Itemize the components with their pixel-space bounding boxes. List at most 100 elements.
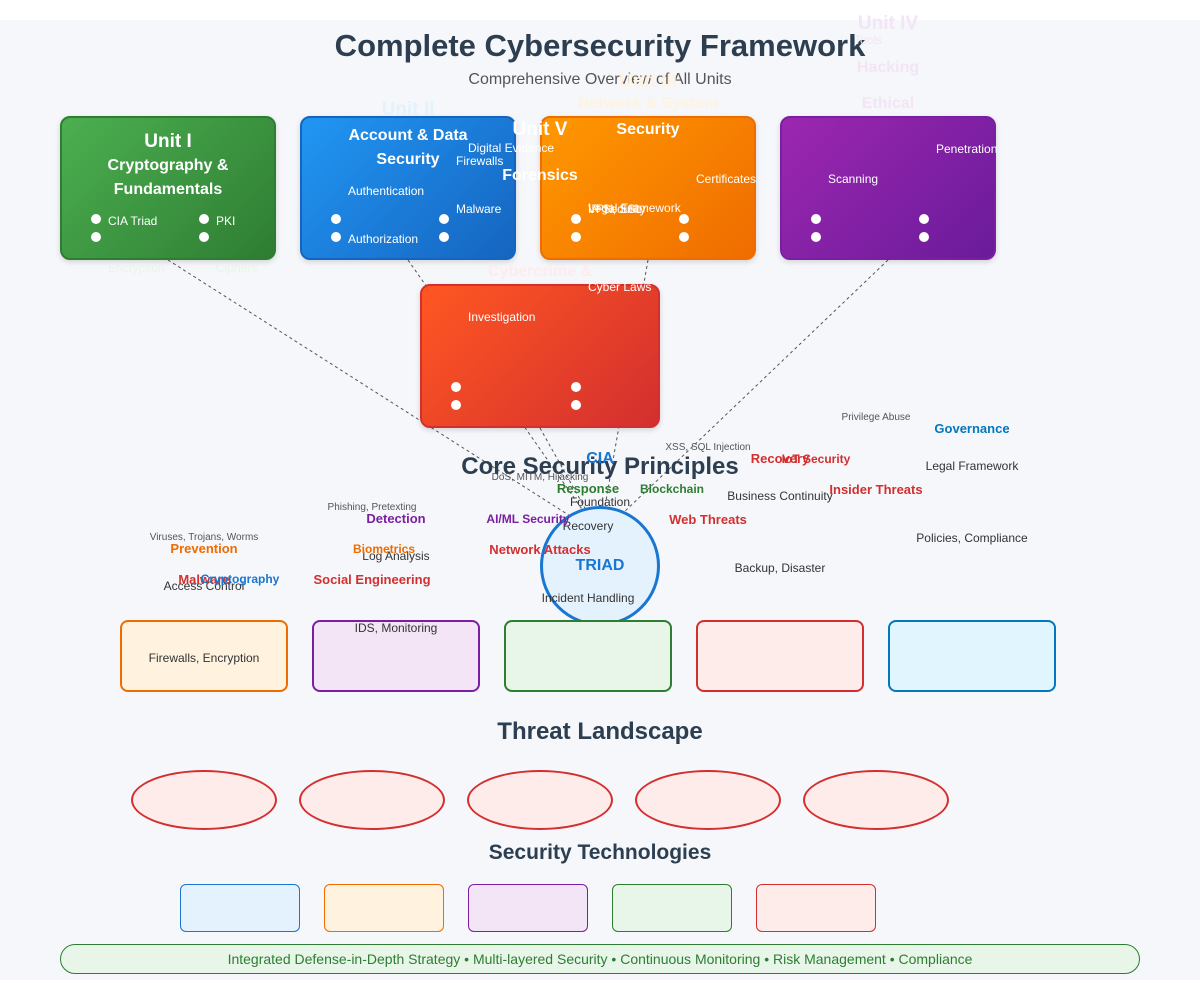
unit-5-bullet <box>451 382 461 392</box>
tech-box-ai-ml[interactable] <box>468 884 588 932</box>
security-technologies-title: Security Technologies <box>488 841 712 864</box>
principle-firewalls-encryption: Firewalls, Encryption <box>148 651 260 665</box>
unit-1-card[interactable]: Unit I Cryptography & Fundamentals CIA T… <box>60 116 276 260</box>
unit-4-bullet <box>919 232 929 242</box>
tech-box-biometrics[interactable] <box>324 884 444 932</box>
unit-3-bullet <box>679 232 689 242</box>
unit-2-label: Unit II <box>381 99 435 120</box>
unit-5-bullet <box>571 382 581 392</box>
unit-3-topic: IP Security <box>588 202 646 216</box>
principle-legal-framework: Legal Framework <box>925 459 1019 473</box>
connector-unit1 <box>167 259 601 536</box>
unit-3-name-line2: Security <box>616 121 680 138</box>
unit-1-name-line1: Cryptography & <box>107 157 229 174</box>
unit-1-topic: Encryption <box>108 261 165 275</box>
principle-box-prevention[interactable] <box>120 620 288 692</box>
principle-incident-handling: Incident Handling <box>541 591 635 605</box>
unit-4-label: Unit IV <box>857 13 919 34</box>
principle-foundation: Foundation <box>569 495 631 509</box>
unit-4-bullet <box>811 214 821 224</box>
unit-3-topic: Certificates <box>696 172 757 186</box>
threat-network-desc: DoS, MITM, Hijacking <box>491 472 589 483</box>
principle-detection-label: Detection <box>366 511 426 526</box>
unit-2-name-line2: Security <box>376 151 440 168</box>
unit-1-bullet <box>91 214 101 224</box>
unit-2-bullet <box>331 214 341 224</box>
unit-3-topic: VPN, SSL <box>588 202 643 216</box>
unit-5-bullet <box>571 400 581 410</box>
tech-biometrics-label: Biometrics <box>352 542 416 556</box>
principle-box-recovery[interactable] <box>696 620 864 692</box>
tech-iot-label: IoT Security <box>781 452 851 466</box>
threat-oval-web[interactable] <box>635 770 781 830</box>
unit-3-card[interactable]: Security Certificates VPN, SSL IP Securi… <box>540 116 756 260</box>
cia-hub-label-line1: CIA <box>586 450 614 467</box>
tech-box-blockchain[interactable] <box>612 884 732 932</box>
diagram-canvas: Complete Cybersecurity Framework Compreh… <box>0 14 1200 980</box>
principle-box-governance[interactable] <box>888 620 1056 692</box>
principle-governance-label: Governance <box>934 421 1010 436</box>
unit-5-name-line1: Cybercrime & <box>487 263 593 280</box>
unit-4-topic: Scanning <box>828 172 879 186</box>
unit-3-label: Unit III <box>618 71 678 92</box>
unit-2-topic: Malware <box>456 202 502 216</box>
unit-4-card[interactable]: Scanning Penetration <box>780 116 998 260</box>
threat-web-desc: XSS, SQL Injection <box>665 442 751 453</box>
principle-log-analysis: Log Analysis <box>362 549 430 563</box>
unit-5-topic: Legal Framework <box>588 201 681 215</box>
unit-3-bullet <box>571 232 581 242</box>
principle-access-control: Access Control <box>163 579 245 593</box>
threat-oval-network[interactable] <box>467 770 613 830</box>
principle-business-continuity: Business Continuity <box>727 489 833 503</box>
unit-1-label: Unit I <box>144 131 192 152</box>
cia-hub-label-line2: TRIAD <box>575 557 625 574</box>
unit-1-topic: PKI <box>216 214 236 228</box>
unit-2-card[interactable]: Account & Data Security Authentication F… <box>300 116 516 260</box>
unit-4-name-line1: Ethical <box>861 95 915 112</box>
unit-3-bullet <box>679 214 689 224</box>
principle-response-label: Response <box>556 481 620 496</box>
unit-4-name-line2: Hacking <box>856 59 920 76</box>
tech-box-cryptography[interactable] <box>180 884 300 932</box>
principle-prevention-label: Prevention <box>170 541 238 556</box>
connector-unit4 <box>599 259 889 536</box>
unit-1-topic: Ciphers <box>216 261 258 275</box>
unit-3-name-line1: Network & System <box>577 95 719 112</box>
threat-malware-label: Malware <box>178 572 230 587</box>
unit-1-bullet <box>199 214 209 224</box>
unit-2-bullet <box>439 232 449 242</box>
principle-ids-monitoring: IDS, Monitoring <box>354 621 438 635</box>
unit-4-bullet <box>919 214 929 224</box>
threat-network-label: Network Attacks <box>489 542 591 557</box>
threat-oval-social[interactable] <box>299 770 445 830</box>
threat-social-desc: Phishing, Pretexting <box>327 502 417 513</box>
principle-box-response[interactable] <box>504 620 672 692</box>
unit-5-card[interactable]: Investigation Cyber Laws <box>420 280 660 428</box>
unit-2-bullet <box>439 214 449 224</box>
threat-oval-insider[interactable] <box>803 770 949 830</box>
threat-insider-desc: Privilege Abuse <box>841 412 911 423</box>
unit-5-topic: Investigation <box>468 310 536 324</box>
principle-box-detection[interactable] <box>312 620 480 692</box>
threat-oval-malware[interactable] <box>131 770 277 830</box>
core-principles-title: Core Security Principles <box>461 453 739 480</box>
unit-2-topic: Authentication <box>348 184 425 198</box>
unit-5-topic: Cyber Laws <box>588 280 652 294</box>
unit-5-name-line2: Forensics <box>502 167 578 184</box>
unit-2-topic: Authorization <box>348 232 419 246</box>
unit-1-bullet <box>91 232 101 242</box>
tech-cryptography-label: Cryptography <box>200 572 280 586</box>
unit-4-topic: Tools <box>853 33 883 47</box>
unit-2-bullet <box>331 232 341 242</box>
threat-social-label: Social Engineering <box>313 572 431 587</box>
unit-4-topic: Penetration <box>936 142 998 156</box>
threat-web-label: Web Threats <box>669 512 747 527</box>
page-subtitle: Comprehensive Overview of All Units <box>468 71 732 88</box>
threat-insider-label: Insider Threats <box>829 482 923 497</box>
tech-box-iot[interactable] <box>756 884 876 932</box>
unit-3-bullet <box>571 214 581 224</box>
principle-recovery-small: Recovery <box>562 519 614 533</box>
unit-2-topic: Firewalls <box>456 154 504 168</box>
unit-1-topic: CIA Triad <box>108 214 158 228</box>
unit-1-bullet <box>199 232 209 242</box>
